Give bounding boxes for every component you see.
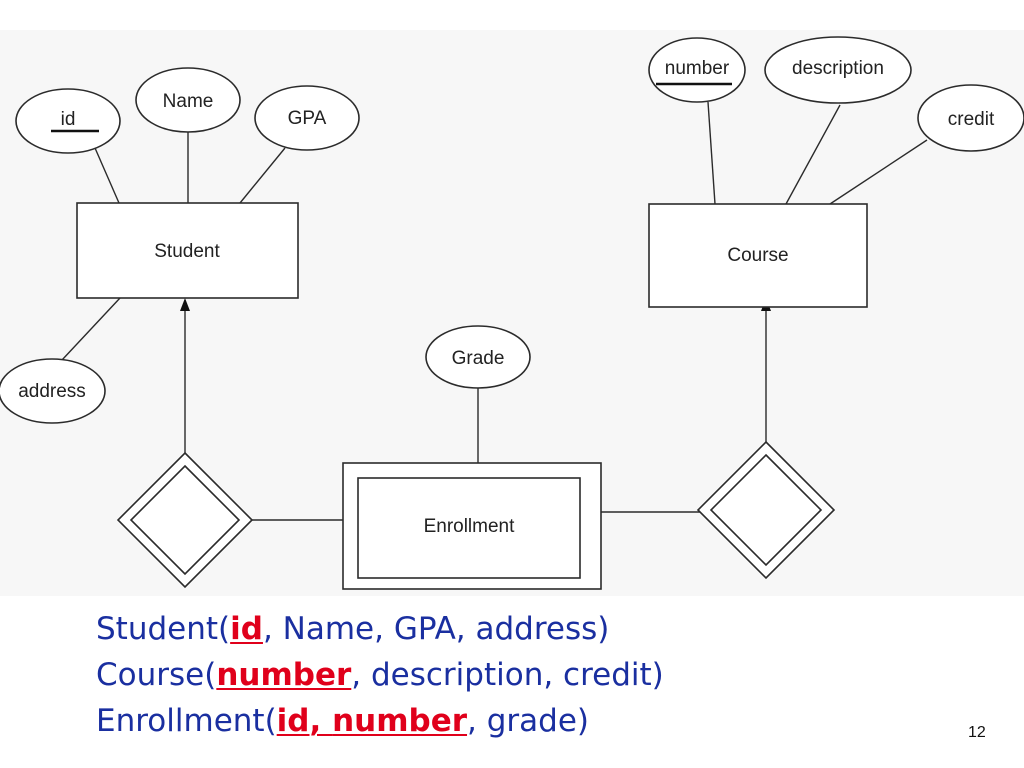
connector-number-course <box>707 101 716 205</box>
schema-course-rest: , description, credit) <box>351 657 664 693</box>
attribute-id-label: id <box>61 109 76 130</box>
entity-enrollment-label: Enrollment <box>424 516 516 537</box>
schema-enrollment: Enrollment(id, number, grade) <box>96 698 664 744</box>
schema-enrollment-key-id: id <box>276 703 310 739</box>
connector-id-student <box>94 147 120 204</box>
schema-enrollment-key-number: number <box>332 703 468 739</box>
attribute-address-label: address <box>18 381 86 402</box>
schema-student-rest: , Name, GPA, address) <box>262 611 610 647</box>
connector-gpa-student <box>239 147 286 204</box>
attribute-grade <box>425 325 531 389</box>
entity-course-label: Course <box>727 245 788 266</box>
er-diagram: Student Course Enrollment id Name GPA ad… <box>0 30 1024 596</box>
schema-enrollment-name: Enrollment( <box>96 703 277 739</box>
schema-student: Student(id, Name, GPA, address) <box>96 606 664 652</box>
schema-course-name: Course( <box>96 657 217 693</box>
relationship-left-diamond <box>116 451 254 589</box>
schema-enrollment-rest: , grade) <box>467 703 590 739</box>
attribute-gpa-label: GPA <box>288 108 327 129</box>
schema-enrollment-separator: , <box>309 703 333 739</box>
connectors <box>61 101 928 521</box>
connector-credit-course <box>829 139 928 205</box>
attribute-number-label: number <box>665 58 730 79</box>
attribute-name <box>135 67 241 133</box>
relationship-right-diamond <box>696 440 836 580</box>
schema-course: Course(number, description, credit) <box>96 652 664 698</box>
entity-student-label: Student <box>154 241 220 262</box>
connector-description-course <box>785 104 841 205</box>
attribute-description <box>764 36 912 104</box>
attribute-number <box>648 37 746 103</box>
relational-schema: Student(id, Name, GPA, address) Course(n… <box>96 606 664 744</box>
schema-course-key: number <box>216 657 352 693</box>
attribute-credit <box>917 84 1024 152</box>
entity-student <box>76 202 299 299</box>
schema-student-name: Student( <box>96 611 231 647</box>
schema-student-key: id <box>230 611 263 647</box>
attribute-address <box>0 358 106 424</box>
attribute-credit-label: credit <box>948 109 995 130</box>
entity-enrollment-inner <box>357 477 581 579</box>
attribute-grade-label: Grade <box>452 348 505 369</box>
attribute-name-label: Name <box>163 91 214 112</box>
page-number: 12 <box>968 724 986 741</box>
attribute-id <box>15 88 121 154</box>
connector-address-student <box>61 297 121 361</box>
entity-course <box>648 203 868 308</box>
attribute-gpa <box>254 85 360 151</box>
arrowhead-student <box>180 298 190 311</box>
attribute-description-label: description <box>792 58 884 79</box>
